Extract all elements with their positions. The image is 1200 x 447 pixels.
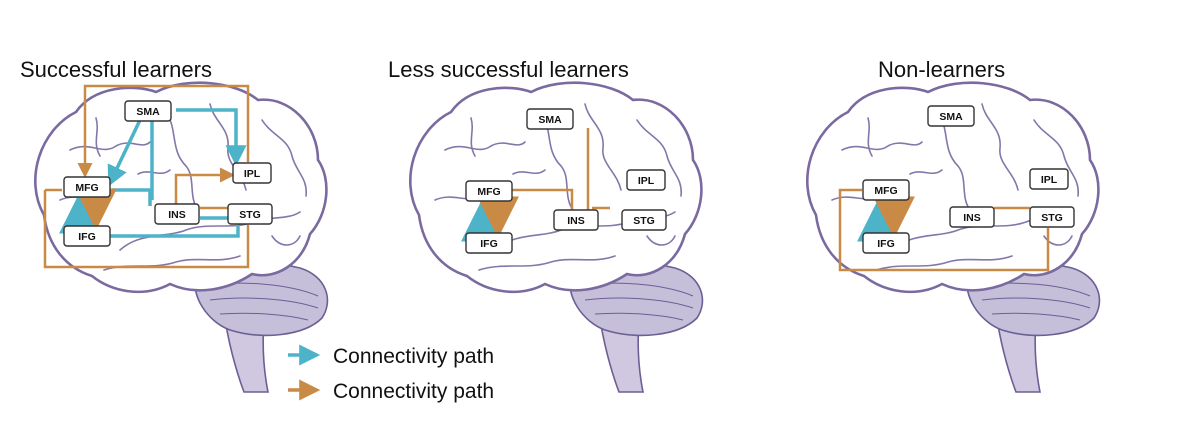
svg-text:INS: INS: [168, 209, 186, 221]
node-mfg: MFG: [63, 176, 111, 198]
node-ifg: IFG: [63, 225, 111, 247]
svg-text:SMA: SMA: [939, 111, 963, 123]
svg-text:IPL: IPL: [244, 168, 261, 180]
svg-text:SMA: SMA: [136, 106, 160, 118]
svg-text:IPL: IPL: [1041, 174, 1058, 186]
node-mfg: MFG: [465, 180, 513, 202]
svg-text:SMA: SMA: [538, 114, 562, 126]
node-stg: STG: [227, 203, 273, 225]
node-ifg: IFG: [465, 232, 513, 254]
panel-title: Less successful learners: [388, 57, 629, 82]
svg-text:STG: STG: [1041, 212, 1063, 224]
svg-text:INS: INS: [963, 212, 981, 224]
svg-text:IPL: IPL: [638, 175, 655, 187]
svg-text:IFG: IFG: [480, 238, 498, 250]
legend: Connectivity path Connectivity path: [288, 344, 494, 403]
connectivity-paths: [838, 188, 1050, 272]
node-sma: SMA: [526, 108, 574, 130]
node-ipl: IPL: [232, 162, 272, 184]
node-ipl: IPL: [1029, 168, 1069, 190]
panel-title: Successful learners: [20, 57, 212, 82]
node-sma: SMA: [927, 105, 975, 127]
panel-less-successful: Less successful learners S: [388, 57, 704, 393]
svg-text:INS: INS: [567, 215, 585, 227]
node-mfg: MFG: [862, 179, 910, 201]
svg-text:Connectivity path: Connectivity path: [333, 345, 494, 368]
panel-successful: Successful learners: [20, 57, 494, 403]
node-ipl: IPL: [626, 169, 666, 191]
panel-non-learners: Non-learners SMA MFG IFG: [806, 57, 1101, 393]
node-ifg: IFG: [862, 232, 910, 254]
node-ins: INS: [154, 203, 200, 225]
connectivity-paths: [461, 128, 610, 242]
svg-text:IFG: IFG: [877, 238, 895, 250]
node-stg: STG: [1029, 206, 1075, 228]
legend-item-orange: Connectivity path: [288, 379, 494, 403]
node-ins: INS: [553, 209, 599, 231]
connectivity-paths: [43, 84, 250, 269]
svg-text:IFG: IFG: [78, 231, 96, 243]
node-stg: STG: [621, 209, 667, 231]
svg-text:MFG: MFG: [477, 186, 500, 198]
node-sma: SMA: [124, 100, 172, 122]
brain-illustration: [806, 81, 1101, 393]
svg-text:MFG: MFG: [75, 182, 98, 194]
node-ins: INS: [949, 206, 995, 228]
svg-text:STG: STG: [633, 215, 655, 227]
svg-text:Connectivity path: Connectivity path: [333, 380, 494, 403]
legend-item-blue: Connectivity path: [288, 344, 494, 368]
svg-text:MFG: MFG: [874, 185, 897, 197]
svg-text:STG: STG: [239, 209, 261, 221]
panel-title: Non-learners: [878, 57, 1005, 82]
